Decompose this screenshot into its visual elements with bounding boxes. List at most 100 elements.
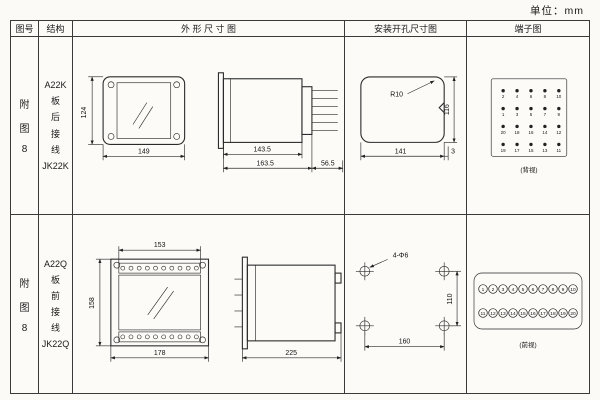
svg-text:15: 15	[528, 148, 533, 153]
svg-text:17: 17	[540, 311, 546, 317]
svg-text:7: 7	[542, 287, 545, 293]
fig-cell-a22k: 附 图 8	[11, 37, 39, 215]
model-top: A22K	[44, 80, 67, 91]
svg-text:19: 19	[560, 311, 566, 317]
svg-text:17: 17	[515, 148, 520, 153]
dim-height-label: 158	[89, 297, 96, 309]
hole-spacing-v-label: 110	[447, 293, 454, 304]
svg-text:20: 20	[570, 311, 576, 317]
svg-text:14: 14	[542, 130, 547, 135]
mounting-drawing-a22k: R10 116 141 3	[360, 76, 458, 161]
svg-text:8: 8	[552, 287, 555, 293]
dim-depth-total-label: 163.5	[256, 160, 274, 167]
fig-char: 图	[19, 124, 30, 135]
dim-terminal-depth-label: 56.5	[321, 160, 335, 167]
header-mounting: 安装开孔尺寸图	[345, 21, 467, 37]
svg-text:14: 14	[510, 311, 516, 317]
svg-text:12: 12	[556, 130, 561, 135]
structure-char: 线	[50, 144, 60, 155]
svg-text:3: 3	[502, 287, 505, 293]
svg-text:9: 9	[562, 287, 565, 293]
svg-text:11: 11	[481, 311, 486, 317]
dim-depth-label: 225	[285, 350, 297, 357]
structure-char: 线	[50, 323, 60, 334]
front-view: 153 158 178	[89, 242, 210, 362]
unit-label: 单位：mm	[530, 5, 584, 17]
dim-height-label: 124	[81, 107, 88, 119]
dim-width-label: 178	[154, 350, 166, 357]
outline-drawing-a22k: 124 149	[81, 72, 344, 173]
mounting-cell-a22q: 4-Φ6 110 160	[345, 215, 467, 393]
fig-char: 8	[21, 144, 28, 155]
header-outline: 外 形 尺 寸 图	[73, 21, 345, 37]
svg-text:5: 5	[530, 112, 533, 117]
svg-text:10: 10	[570, 287, 576, 293]
outline-cell-a22q: 153 158 178	[73, 215, 345, 393]
fig-char: 8	[21, 322, 28, 334]
svg-text:11: 11	[557, 148, 562, 153]
model-bottom: JK22Q	[41, 339, 70, 350]
svg-text:2: 2	[492, 287, 495, 293]
svg-text:7: 7	[544, 112, 547, 117]
svg-text:6: 6	[530, 94, 533, 99]
mounting-cell-a22k: R10 116 141 3	[345, 37, 467, 215]
structure-char: 板	[50, 274, 60, 285]
header-fig-no: 图号	[11, 21, 39, 37]
outline-cell-a22k: 124 149	[73, 37, 345, 215]
terminal-caption-rear: (背视)	[520, 165, 537, 174]
radius-label: R10	[390, 92, 403, 99]
structure-cell-a22k: A22K 板 后 接 线 JK22K	[39, 37, 73, 215]
svg-text:16: 16	[530, 311, 536, 317]
fig-cell-a22q: 附 图 8	[11, 215, 39, 393]
svg-text:18: 18	[515, 130, 520, 135]
svg-text:5: 5	[522, 287, 525, 293]
svg-text:8: 8	[544, 94, 547, 99]
cutout-height-label: 116	[444, 104, 451, 115]
svg-text:2: 2	[502, 94, 505, 99]
structure-char: 后	[50, 112, 60, 123]
mounting-drawing-a22q: 4-Φ6 110 160	[355, 252, 462, 351]
svg-text:1: 1	[482, 287, 485, 293]
header-terminal: 端子图	[467, 21, 589, 37]
svg-text:15: 15	[520, 311, 526, 317]
dim-depth-body-label: 143.5	[253, 146, 271, 153]
svg-text:4: 4	[516, 94, 519, 99]
structure-char: 前	[50, 290, 60, 301]
svg-text:18: 18	[550, 311, 556, 317]
svg-text:1: 1	[502, 112, 505, 117]
fig-char: 附	[19, 278, 30, 290]
dim-top-width-label: 153	[154, 242, 166, 249]
svg-text:13: 13	[500, 311, 506, 317]
fig-char: 图	[19, 302, 30, 314]
front-strip-bottom	[120, 334, 199, 340]
side-view: 143.5 163.5 56.5	[217, 72, 344, 173]
svg-text:4: 4	[512, 287, 515, 293]
model-top: A22Q	[43, 258, 67, 269]
side-view: 225	[234, 256, 342, 362]
structure-char: 接	[50, 128, 60, 139]
structure-cell-a22q: A22Q 板 前 接 线 JK22Q	[39, 215, 73, 393]
svg-text:20: 20	[501, 130, 506, 135]
svg-text:9: 9	[558, 112, 561, 117]
svg-text:16: 16	[528, 130, 533, 135]
svg-text:12: 12	[490, 311, 496, 317]
model-bottom: JK22K	[42, 160, 69, 171]
terminal-caption-front: (前视)	[519, 340, 536, 349]
structure-char: 接	[50, 307, 60, 317]
svg-text:13: 13	[542, 148, 547, 153]
offset-label: 3	[451, 148, 455, 155]
dim-width-label: 149	[138, 148, 150, 155]
front-strip-top	[120, 265, 199, 271]
dimension-table: 图号 结构 外 形 尺 寸 图 安装开孔尺寸图 端子图 附 图 8 A22K 板…	[10, 20, 590, 394]
hole-spacing-h-label: 160	[399, 339, 411, 346]
cutout-width-label: 141	[395, 148, 407, 155]
svg-text:19: 19	[501, 148, 506, 153]
mounting-holes	[355, 262, 454, 335]
